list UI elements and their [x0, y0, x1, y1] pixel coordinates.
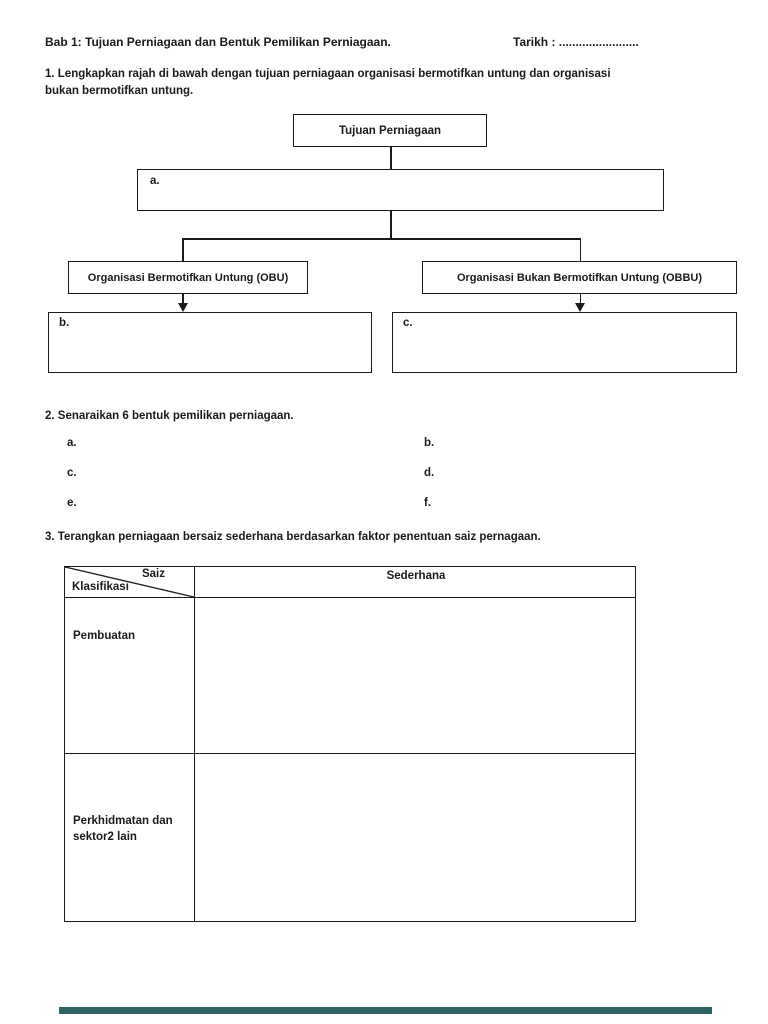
q2-item-e: e. — [67, 497, 77, 509]
diagram-blank-b-box: b. — [48, 312, 372, 373]
q2-item-f: f. — [424, 497, 432, 509]
table-header-sederhana: Sederhana — [386, 570, 446, 582]
table-row-label-perkhidmatan: Perkhidmatan dan sektor2 lain — [73, 815, 173, 843]
table-row-divider — [65, 752, 635, 754]
arrow-down-icon — [178, 303, 188, 312]
blank-a-label: a. — [150, 175, 160, 187]
footer-bar — [59, 1007, 712, 1014]
diagram-blank-c-box: c. — [392, 312, 737, 373]
page-title: Bab 1: Tujuan Perniagaan dan Bentuk Pemi… — [45, 35, 391, 49]
blank-b-label: b. — [59, 317, 70, 329]
question1-text-line2: bukan bermotifkan untung. — [45, 85, 194, 97]
bracket-line — [182, 238, 581, 240]
bracket-drop-right — [579, 238, 581, 261]
table-cell-perkhidmatan-value — [195, 755, 635, 921]
question2-text: 2. Senaraikan 6 bentuk pemilikan perniag… — [45, 410, 294, 422]
q2-item-c: c. — [67, 467, 77, 479]
diagram-blank-a-box: a. — [137, 169, 664, 211]
diagram-obu-box: Organisasi Bermotifkan Untung (OBU) — [68, 261, 308, 294]
connector-a-to-bracket — [390, 211, 392, 239]
question3-text: 3. Terangkan perniagaan bersaiz sederhan… — [45, 531, 541, 543]
connector-root-to-a — [390, 147, 392, 169]
table-header-divider — [65, 596, 635, 598]
diagram-obbu-box: Organisasi Bukan Bermotifkan Untung (OBB… — [422, 261, 737, 294]
diagram-root-box: Tujuan Perniagaan — [293, 114, 487, 147]
date-label: Tarikh : ........................ — [513, 35, 639, 49]
table-cell-pembuatan-value — [195, 598, 635, 752]
table-column-divider — [193, 567, 195, 921]
arrow-down-icon — [575, 303, 585, 312]
blank-c-label: c. — [403, 317, 413, 329]
q2-item-a: a. — [67, 437, 77, 449]
table-row-label-pembuatan: Pembuatan — [73, 630, 135, 642]
table-corner-klasifikasi: Klasifikasi — [72, 581, 129, 593]
q2-item-d: d. — [424, 467, 435, 479]
bracket-drop-left — [182, 238, 184, 261]
header-diagonal-line — [65, 567, 194, 597]
question1-text-line1: 1. Lengkapkan rajah di bawah dengan tuju… — [45, 68, 611, 80]
arrow-right-stem — [579, 294, 581, 305]
q2-item-b: b. — [424, 437, 435, 449]
table-corner-saiz: Saiz — [141, 568, 165, 580]
size-classification-table: Saiz Klasifikasi Sederhana Pembuatan Per… — [64, 566, 636, 922]
arrow-left-stem — [182, 294, 184, 305]
